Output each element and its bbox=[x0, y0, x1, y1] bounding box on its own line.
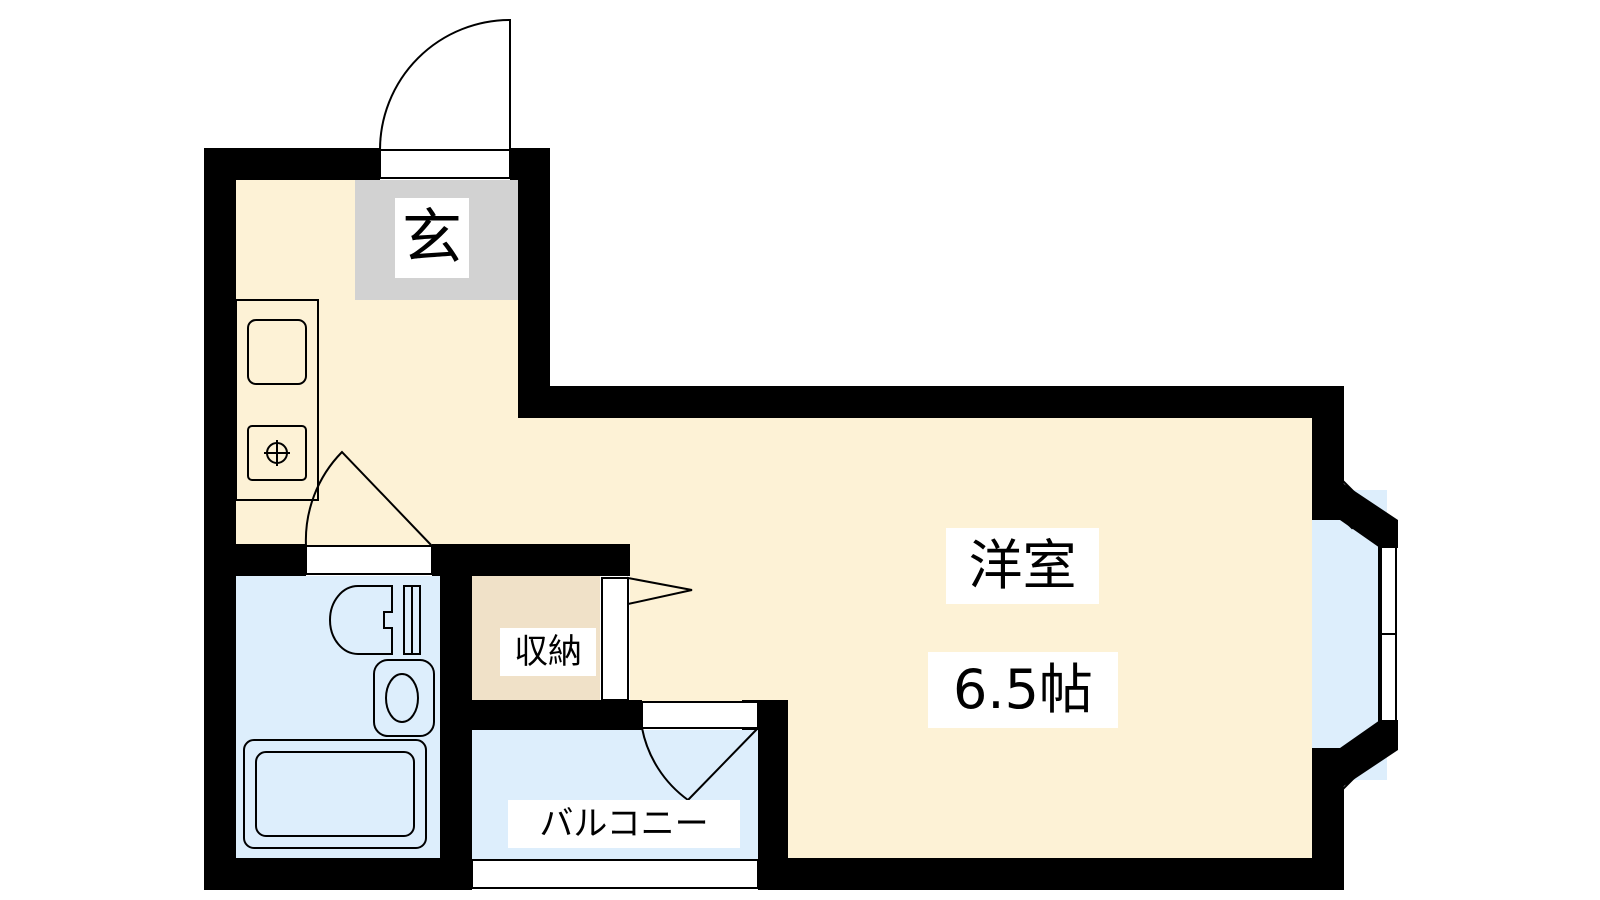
walls bbox=[204, 148, 1344, 890]
kitchen-counter-body bbox=[235, 299, 319, 501]
bathroom-floor bbox=[236, 576, 440, 860]
bathtub-inner-icon bbox=[255, 751, 415, 837]
toilet-bowl-icon bbox=[385, 673, 419, 723]
wall-left bbox=[204, 148, 236, 890]
balcony-label: バルコニー bbox=[508, 800, 740, 848]
bay-window-frame-bottom bbox=[1312, 720, 1398, 786]
bay-window-frame-right bbox=[1378, 520, 1382, 750]
toilet-tank-icon bbox=[373, 659, 435, 737]
wall-balcony-bottom bbox=[758, 858, 788, 890]
floor-areas bbox=[236, 180, 1387, 860]
balcony-door-frame bbox=[641, 701, 759, 729]
storage-label: 収納 bbox=[500, 628, 596, 676]
wall-storage-right bbox=[600, 544, 630, 576]
doors bbox=[304, 18, 759, 802]
balcony-door-icon bbox=[641, 727, 759, 802]
bath-door-frame bbox=[305, 545, 433, 575]
main-room-label: 洋室 bbox=[946, 528, 1099, 604]
balcony-window-frame bbox=[471, 859, 759, 889]
main-room-size-label: 6.5帖 bbox=[928, 652, 1118, 728]
wall-bath-left-bottom bbox=[204, 858, 240, 890]
entrance-door-icon bbox=[379, 18, 511, 151]
storage-door-frame bbox=[601, 577, 629, 701]
stove-frame bbox=[247, 425, 307, 481]
bay-window-frame-top bbox=[1312, 484, 1398, 548]
wall-bottom-main bbox=[780, 858, 1344, 890]
wall-right-main bbox=[1312, 386, 1344, 490]
genkan-door-frame bbox=[379, 149, 511, 179]
openings bbox=[305, 149, 759, 889]
bay-window-frame bbox=[1312, 484, 1398, 786]
wall-bath-right bbox=[440, 544, 472, 890]
bath-door-icon bbox=[304, 450, 433, 547]
bay-window-floor bbox=[1312, 490, 1387, 780]
storage-door-icon bbox=[627, 576, 693, 606]
genkan-label: 玄 bbox=[395, 198, 469, 278]
wall-top-main bbox=[518, 386, 1344, 418]
wall-genkan-right bbox=[518, 148, 550, 418]
sink-icon bbox=[247, 319, 307, 385]
wall-storage-bottom bbox=[472, 700, 642, 730]
kitchen-counter bbox=[235, 299, 319, 501]
bathroom-fixtures bbox=[243, 585, 435, 849]
bathtub-icon bbox=[243, 739, 427, 849]
wall-bottom-left bbox=[204, 858, 472, 890]
vanity-icon bbox=[329, 585, 393, 655]
wall-top-left bbox=[204, 148, 380, 180]
wall-bath-top bbox=[236, 544, 306, 576]
